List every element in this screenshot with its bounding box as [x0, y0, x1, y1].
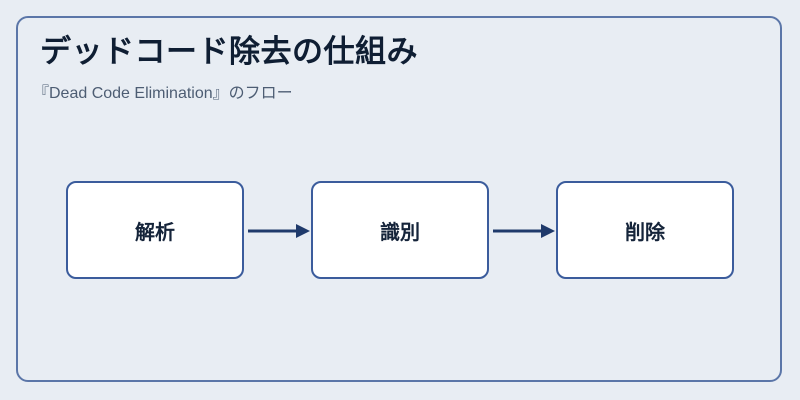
step-label: 識別 [380, 219, 420, 244]
step-box-analysis: 解析 [66, 181, 244, 279]
flow-arrow-icon [248, 224, 310, 238]
step-box-deletion: 削除 [556, 181, 734, 279]
flow-arrow-icon [493, 224, 555, 238]
page-subtitle: 『Dead Code Elimination』のフロー [33, 85, 293, 102]
step-label: 削除 [625, 219, 665, 244]
step-box-identification: 識別 [311, 181, 489, 279]
step-label: 解析 [135, 219, 175, 244]
page-title: デッドコード除去の仕組み [40, 34, 418, 70]
